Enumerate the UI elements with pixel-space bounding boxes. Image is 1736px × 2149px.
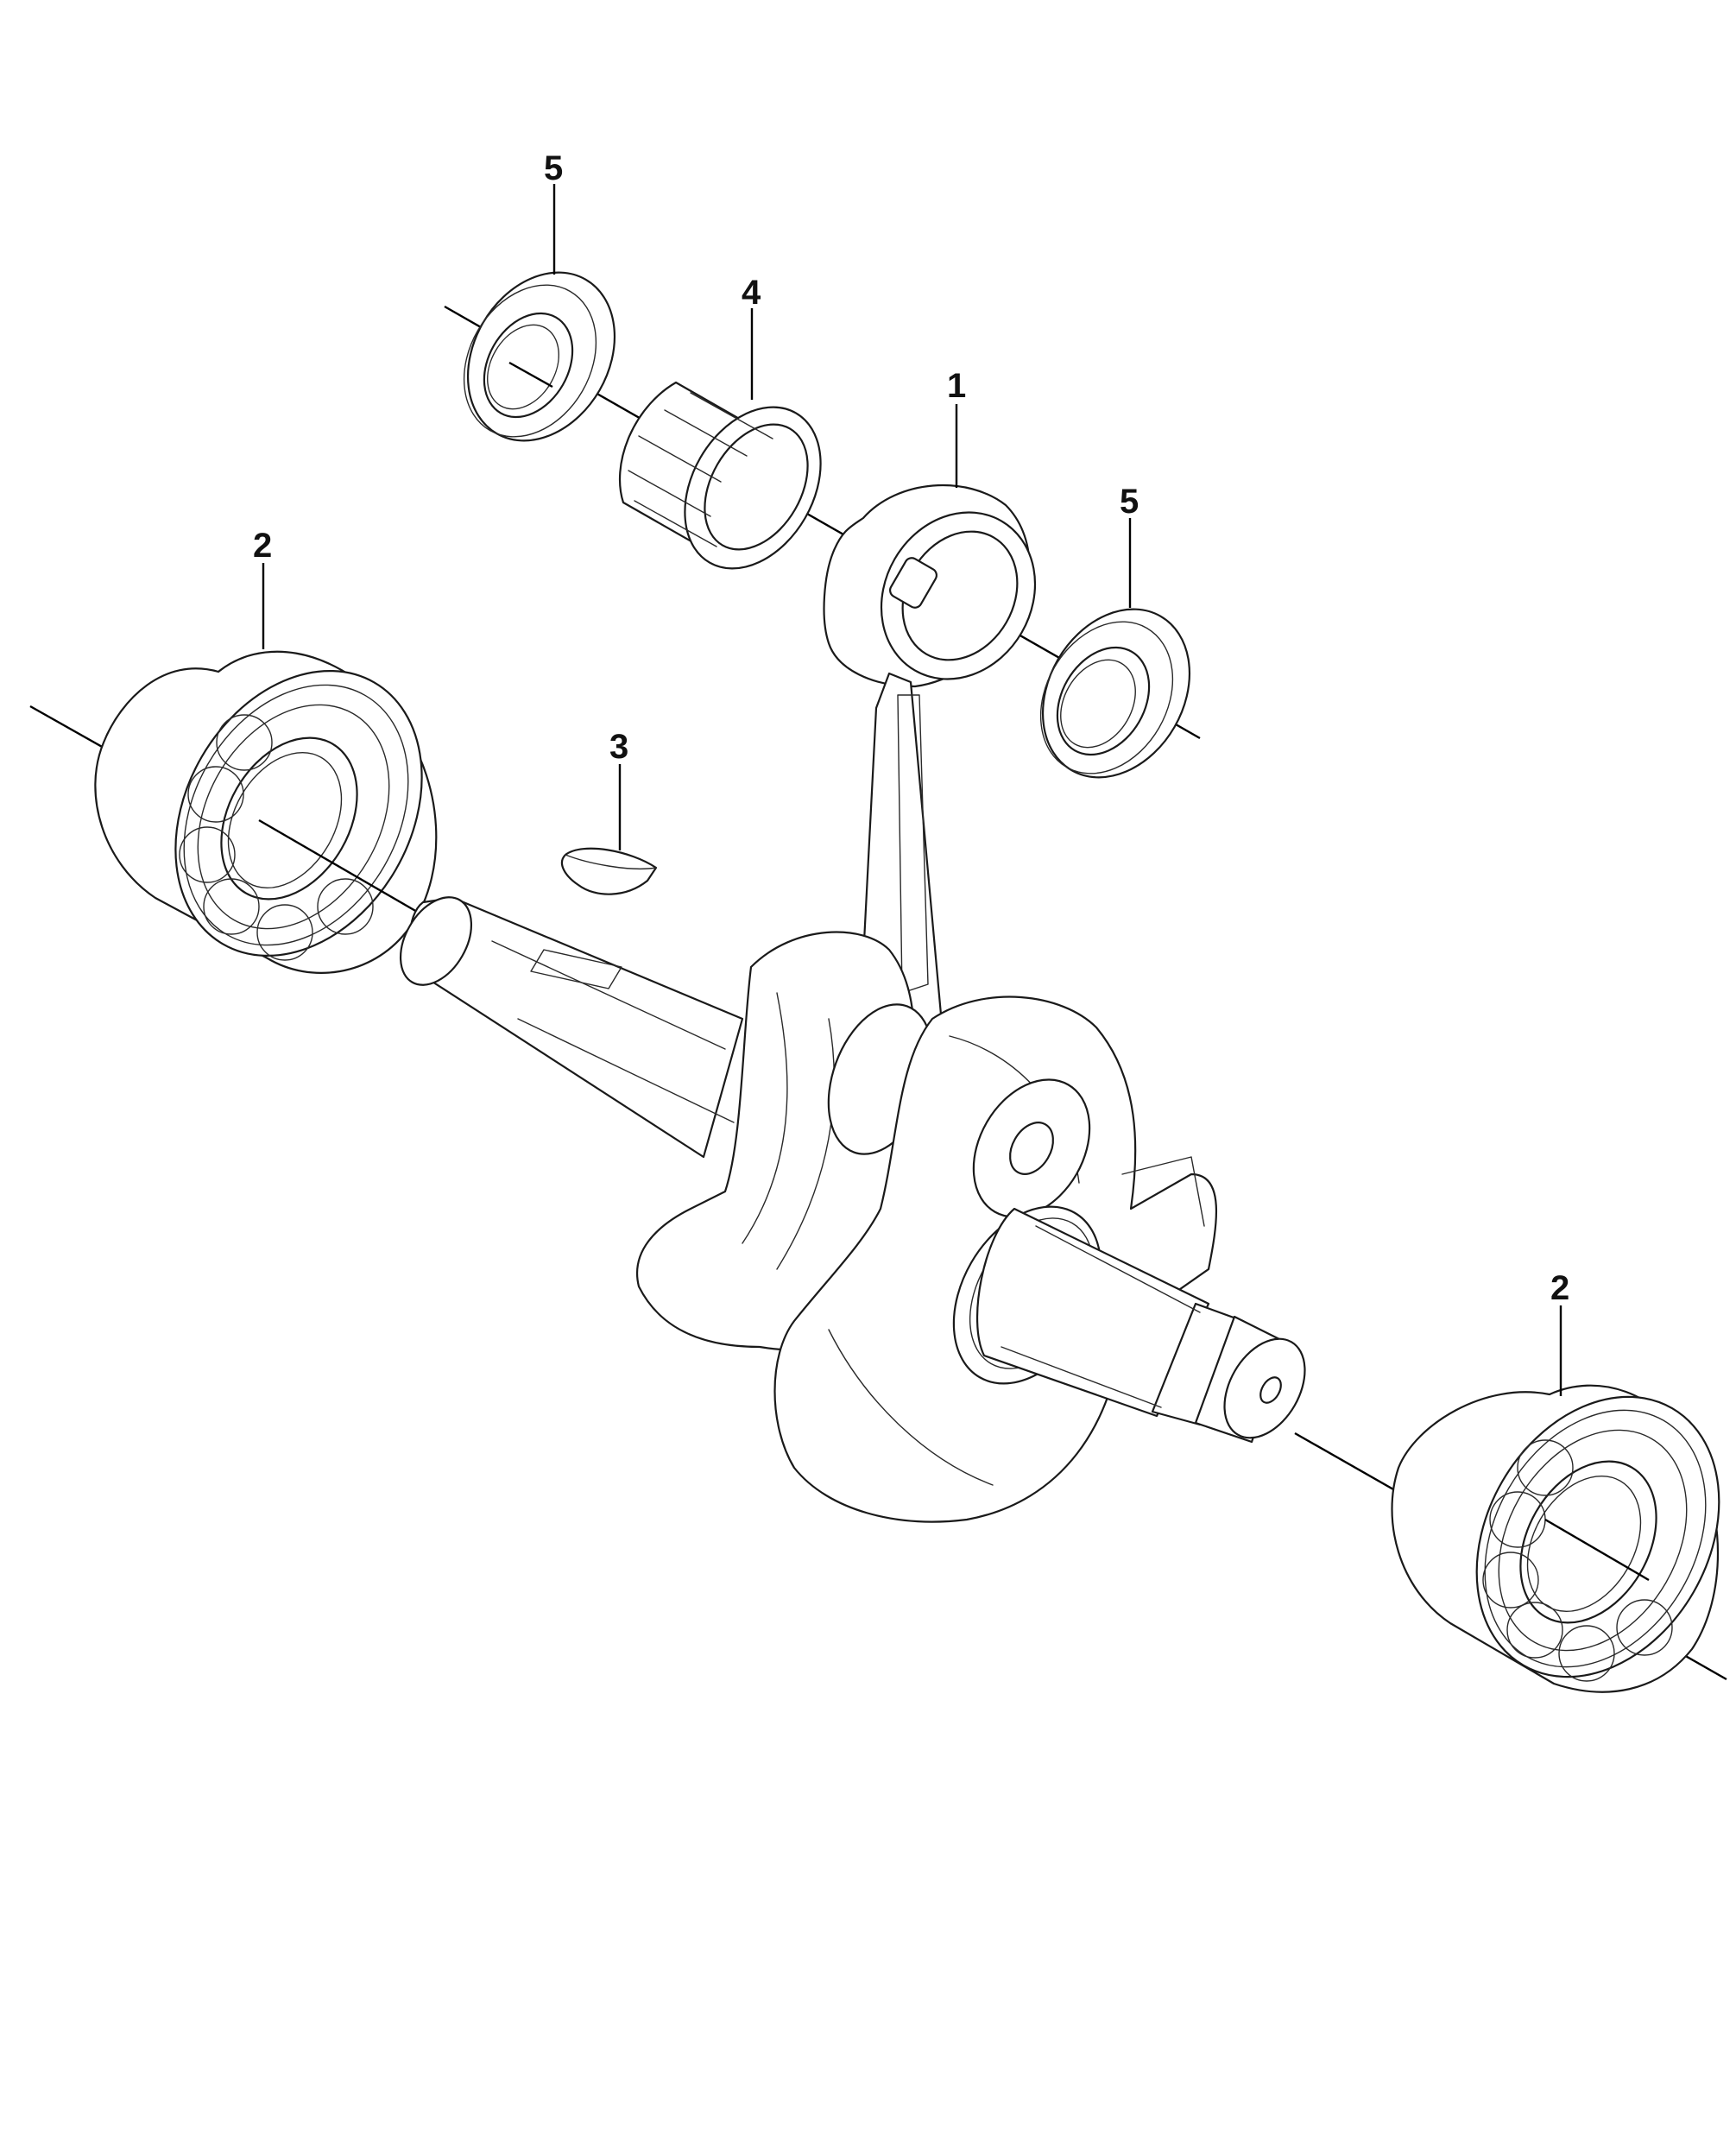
ball-bearing-right[interactable] [1391, 1353, 1736, 1721]
needle-bearing[interactable] [618, 381, 849, 593]
callout-needle-bearing: 4 [742, 274, 761, 312]
ball-bearing-left[interactable] [94, 626, 471, 1000]
callout-seal-top: 5 [544, 149, 563, 187]
connecting-rod[interactable] [823, 404, 1065, 1040]
callout-seal-right: 5 [1120, 483, 1139, 521]
seal-right[interactable] [1013, 583, 1219, 804]
callout-connecting-rod: 1 [947, 367, 966, 405]
callout-leaders [262, 184, 1562, 1396]
seal-top[interactable] [438, 246, 644, 467]
callout-bearing-left: 2 [253, 527, 272, 565]
woodruff-key[interactable] [560, 847, 658, 895]
crankshaft[interactable] [386, 885, 1321, 1523]
callout-labels: 5 4 1 5 2 3 2 [253, 149, 1569, 1307]
callout-woodruff-key: 3 [609, 728, 628, 766]
callout-bearing-right: 2 [1550, 1269, 1569, 1307]
